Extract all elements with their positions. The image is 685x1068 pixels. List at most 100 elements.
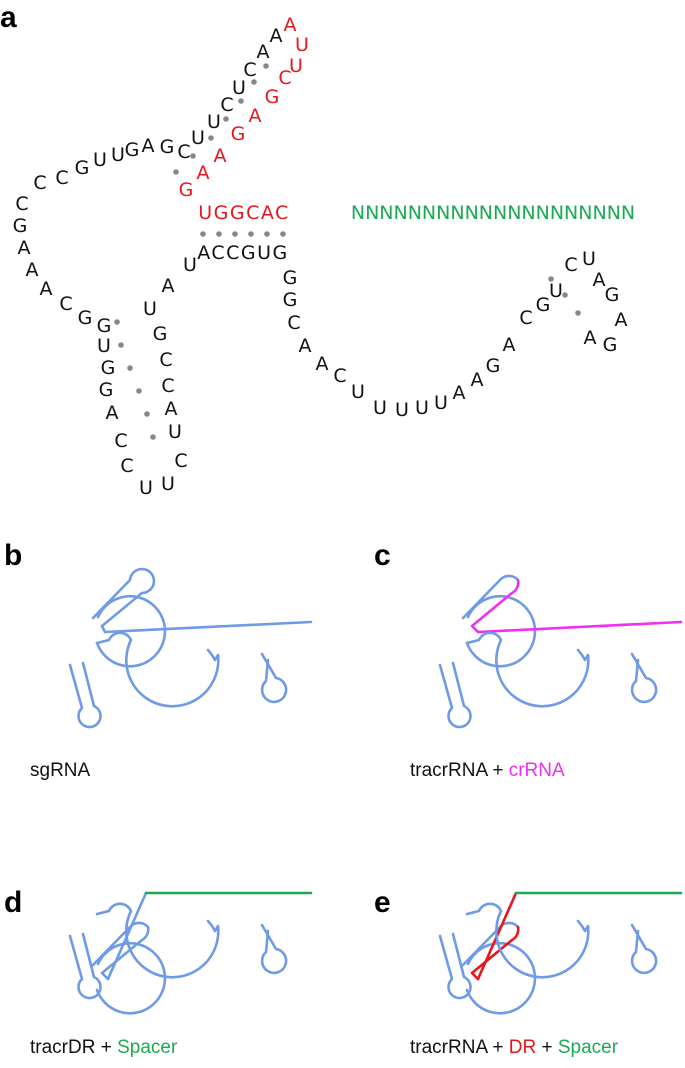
junction-loop — [465, 594, 537, 668]
nucleotide: U — [97, 335, 111, 357]
nucleotide: G — [283, 267, 298, 289]
nucleotide: U — [415, 397, 429, 419]
spacer-sequence: NNNNNNNNNNNNNNNNNNNN — [351, 202, 635, 224]
nucleotide: G — [97, 315, 112, 337]
pair-dot — [150, 434, 156, 440]
hairpin-stem-left — [461, 574, 520, 620]
pair-dot — [562, 292, 568, 298]
pair-dot — [264, 231, 270, 237]
base-pair-dots — [114, 63, 581, 440]
hairpin-stem-right — [470, 578, 520, 634]
nucleotide: G — [13, 215, 28, 237]
nucleotide: A — [615, 309, 628, 331]
nucleotide: U — [183, 254, 197, 276]
panel-label: b — [4, 539, 22, 572]
panel-a-label: a — [0, 1, 17, 34]
nucleotide: C — [287, 312, 300, 334]
nucleotide: A — [142, 135, 155, 157]
nucleotide: U — [143, 298, 157, 320]
nucleotide: A — [316, 353, 329, 375]
pair-dot — [127, 365, 133, 371]
pair-dot — [251, 79, 257, 85]
nucleotide: G — [231, 123, 246, 145]
caption-segment: tracrDR + — [30, 1037, 117, 1058]
caption-segment: tracrRNA + — [410, 1037, 509, 1058]
pair-dot — [223, 116, 229, 122]
panel-caption: tracrRNA + DR + Spacer — [410, 1037, 619, 1058]
nucleotide: A — [299, 335, 312, 357]
nucleotide: G — [486, 355, 501, 377]
pair-dot — [238, 98, 244, 104]
hairpin-stem-right — [470, 925, 520, 981]
spacer-tail — [476, 620, 683, 634]
panel-label: c — [374, 539, 391, 572]
terminal-hairpin — [630, 652, 658, 704]
nucleotide: C — [243, 59, 256, 81]
bottom-hairpin — [68, 932, 102, 1000]
nucleotide: U — [232, 77, 246, 99]
nucleotide: U — [207, 111, 221, 133]
caption-segment: tracrRNA + — [410, 760, 509, 781]
nucleotide: G — [160, 136, 175, 158]
pair-dot — [248, 231, 254, 237]
nucleotide: A — [453, 382, 466, 404]
nucleotide: U — [549, 280, 563, 302]
nucleotide: U — [351, 381, 365, 403]
nucleotide: A — [40, 278, 53, 300]
nucleotide: C — [177, 141, 190, 163]
nucleotide: G — [603, 334, 618, 356]
pair-dot — [173, 169, 179, 175]
nucleotide: C — [220, 94, 233, 116]
pair-dot — [548, 276, 554, 282]
terminator-loop — [465, 631, 590, 708]
pair-dot — [263, 63, 269, 69]
nucleotide: U — [111, 144, 125, 166]
junction-loop — [465, 941, 537, 1015]
nucleotide: G — [605, 284, 620, 306]
terminal-hairpin — [260, 923, 288, 975]
nucleotide: U — [289, 55, 303, 77]
nucleotide: G — [125, 139, 140, 161]
nucleotide: A — [471, 369, 484, 391]
hairpin-stem-right — [100, 925, 150, 981]
nucleotide: A — [165, 398, 178, 420]
nucleotide: A — [249, 105, 262, 127]
nucleotide: C — [278, 67, 291, 89]
nucleotide: U — [191, 127, 205, 149]
nucleotide: A — [584, 327, 597, 349]
nucleotide: A — [257, 41, 270, 63]
nucleotide: G — [153, 323, 168, 345]
nucleotide: U — [434, 392, 448, 414]
pair-dot — [575, 310, 581, 316]
pair-dot — [232, 231, 238, 237]
pair-dot — [144, 411, 150, 417]
nucleotide: G — [78, 307, 93, 329]
pair-dot — [136, 388, 142, 394]
terminator-loop — [465, 902, 590, 979]
junction-loop — [95, 594, 167, 668]
nucleotide: A — [214, 145, 227, 167]
junction-loop — [95, 941, 167, 1015]
panel-caption: sgRNA — [30, 760, 91, 781]
nucleotide: C — [15, 193, 28, 215]
nucleotide: C — [333, 365, 346, 387]
nucleotide: C — [114, 430, 127, 452]
pair-dot — [200, 231, 206, 237]
nucleotide: C — [161, 375, 174, 397]
nucleotide: G — [99, 379, 114, 401]
nucleotide: A — [162, 275, 175, 297]
caption-segment: DR — [509, 1037, 536, 1058]
nucleotide: A — [18, 237, 31, 259]
nucleotide: U — [295, 34, 309, 56]
terminator-loop — [95, 902, 220, 979]
nucleotide: U — [582, 248, 596, 270]
nucleotide: A — [503, 334, 516, 356]
nucleotide: C — [120, 455, 133, 477]
